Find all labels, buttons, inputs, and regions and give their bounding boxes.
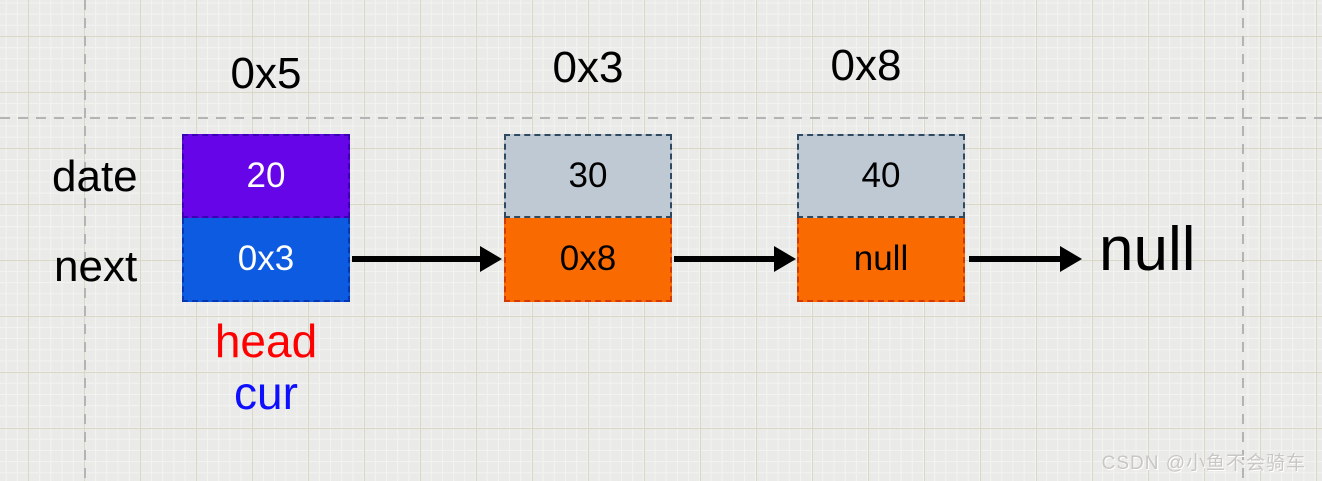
page-guide-vertical-left	[84, 0, 86, 481]
node3-date-cell: 40	[797, 134, 965, 218]
node3-next-cell: null	[797, 218, 965, 302]
page-guide-vertical-right	[1242, 0, 1244, 481]
row-label-next: next	[54, 242, 138, 291]
head-pointer-label: head	[214, 315, 318, 367]
node2-next-cell: 0x8	[504, 218, 672, 302]
terminal-null-label: null	[1099, 215, 1196, 284]
list-node-0x5: 20 0x3	[182, 134, 350, 302]
node1-next-cell: 0x3	[182, 218, 350, 302]
cur-pointer-label: cur	[234, 367, 298, 419]
arrow-line	[969, 256, 1066, 262]
arrow-node1-to-node2	[352, 246, 502, 272]
node3-address-label: 0x8	[830, 41, 902, 90]
node2-address-label: 0x3	[552, 43, 624, 92]
csdn-watermark: CSDN @小鱼不会骑车	[1101, 453, 1306, 474]
arrow-head-icon	[774, 246, 796, 272]
arrow-head-icon	[480, 246, 502, 272]
node1-date-cell: 20	[182, 134, 350, 218]
node1-address-label: 0x5	[230, 49, 302, 98]
list-node-0x8: 40 null	[797, 134, 965, 302]
arrow-line	[674, 256, 780, 262]
arrow-line	[352, 256, 486, 262]
arrow-node3-to-null	[969, 246, 1082, 272]
arrow-head-icon	[1060, 246, 1082, 272]
row-label-date: date	[52, 152, 138, 201]
arrow-node2-to-node3	[674, 246, 796, 272]
node2-date-cell: 30	[504, 134, 672, 218]
page-guide-horizontal	[0, 117, 1322, 119]
list-node-0x3: 30 0x8	[504, 134, 672, 302]
